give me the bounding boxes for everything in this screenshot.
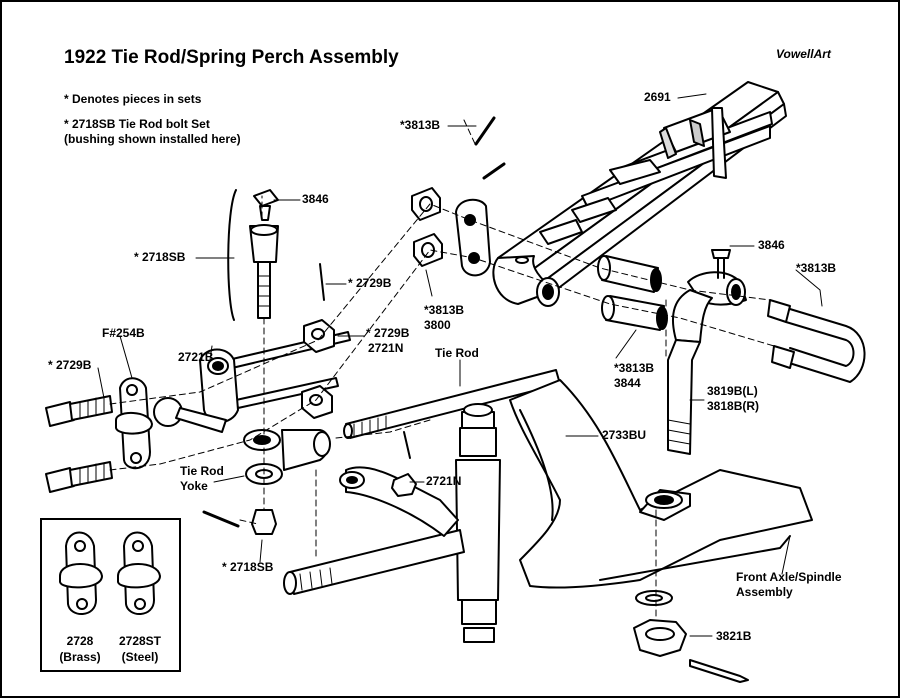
note-bolt-set: * 2718SB Tie Rod bolt Set	[64, 117, 210, 131]
spindle-nut	[633, 590, 749, 683]
spindle	[283, 403, 501, 643]
label-2721n-bottom: 2721N	[426, 474, 462, 488]
label-3813b-bushing: *3813B	[614, 361, 655, 375]
label-3800: 3800	[424, 318, 451, 332]
inset-brass-number: 2728	[66, 634, 94, 648]
label-3818b-r: 3818B(R)	[707, 399, 760, 413]
label-2729b-left: * 2729B	[48, 358, 92, 372]
inset-steel-number: 2728ST	[118, 634, 162, 648]
label-f254b: F#254B	[102, 326, 145, 340]
label-front-axle-1: Front Axle/Spindle	[736, 570, 842, 584]
label-2729b-mid: * 2729B	[348, 276, 392, 290]
label-3846-left: 3846	[302, 192, 329, 206]
label-2691: 2691	[644, 90, 671, 104]
tie-rod-bolt	[249, 189, 325, 319]
label-2721b: 2721B	[178, 350, 214, 364]
cotter-pins-left	[202, 431, 411, 528]
ball-stud	[153, 348, 239, 433]
label-2729b-nut: * 2729B	[366, 326, 410, 340]
label-3813b-right: *3813B	[796, 261, 837, 275]
label-2733bu: 2733BU	[602, 428, 647, 442]
leader-lines	[97, 93, 823, 637]
label-3813b-plate: *3813B	[424, 303, 465, 317]
tie-rod-yoke	[243, 429, 331, 485]
label-3844: 3844	[614, 376, 641, 390]
u-bolts	[767, 299, 866, 383]
label-2721n-top: 2721N	[368, 341, 404, 355]
artist-credit: VowellArt	[776, 47, 831, 61]
label-tie-rod: Tie Rod	[435, 346, 479, 360]
inset-steel-label: (Steel)	[121, 650, 159, 664]
inset-bracket-brass	[59, 531, 103, 615]
label-2718sb-bottom: * 2718SB	[222, 560, 274, 574]
spring-eye	[492, 255, 560, 307]
spring-perch	[667, 249, 747, 455]
leaf-spring	[497, 81, 787, 297]
spring-bushings	[597, 255, 668, 331]
assembly-lines	[109, 119, 775, 621]
label-3846-right: 3846	[758, 238, 785, 252]
label-3821b: 3821B	[716, 629, 752, 643]
set-bracket	[227, 189, 237, 321]
inset-box	[40, 518, 181, 672]
label-tie-rod-yoke-1: Tie Rod	[180, 464, 224, 478]
diagram-title: 1922 Tie Rod/Spring Perch Assembly	[64, 47, 399, 68]
perch-bracket	[115, 377, 153, 470]
inset-brass-label: (Brass)	[59, 650, 101, 664]
shackle-plate	[411, 116, 506, 277]
label-3819b-l: 3819B(L)	[707, 384, 758, 398]
inset-bracket-steel	[117, 531, 161, 615]
label-2718sb-bracket: * 2718SB	[134, 250, 186, 264]
label-tie-rod-yoke-2: Yoke	[180, 479, 208, 493]
note-sets: * Denotes pieces in sets	[64, 92, 202, 106]
note-bushing: (bushing shown installed here)	[64, 132, 241, 146]
front-axle	[509, 379, 813, 589]
perch-bolts	[45, 395, 113, 493]
label-front-axle-2: Assembly	[736, 585, 793, 599]
label-3813b-top: *3813B	[400, 118, 441, 132]
